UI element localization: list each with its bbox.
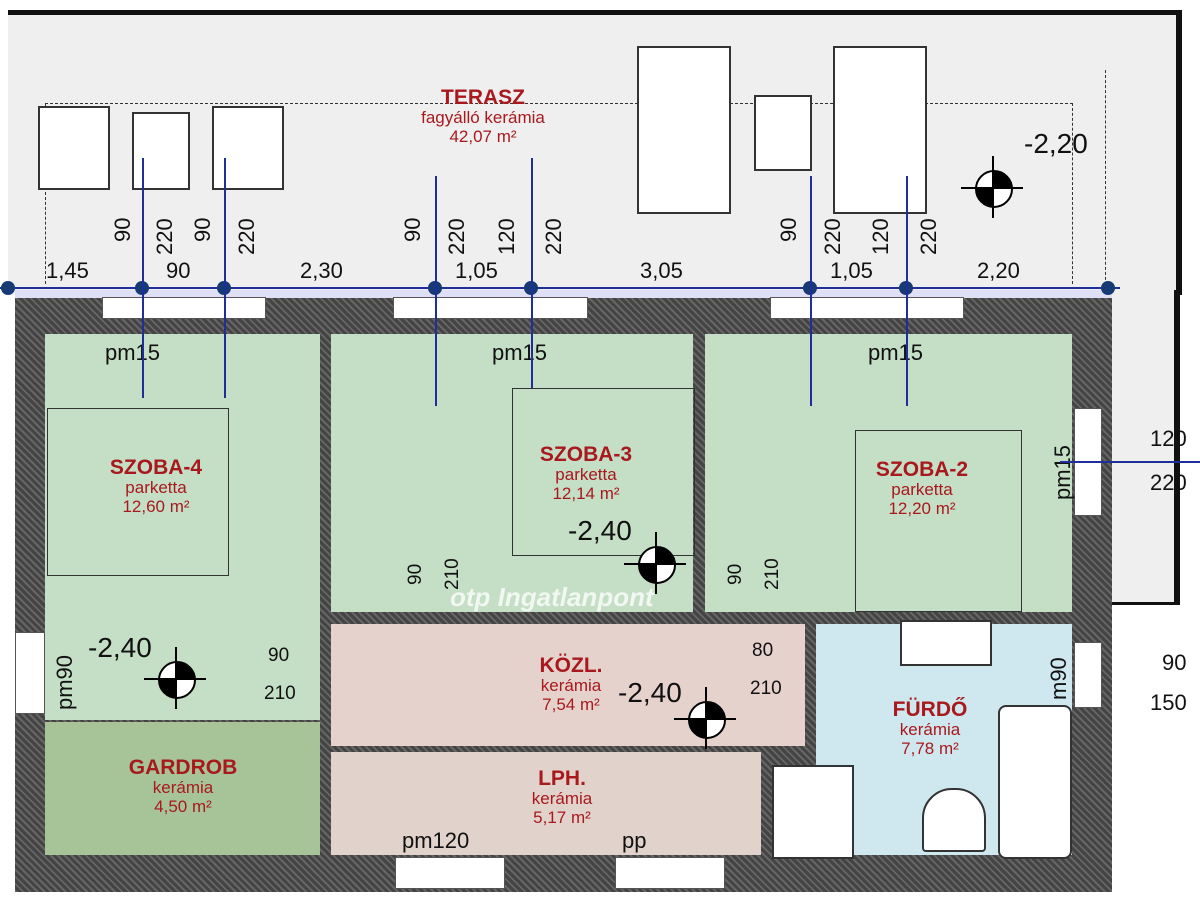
level-label: -2,40 — [88, 632, 152, 663]
sink-icon — [900, 620, 992, 666]
chair-icon — [212, 106, 284, 190]
edge-label: 150 — [1150, 690, 1187, 715]
room-lph[interactable] — [331, 752, 761, 855]
room-szoba-4[interactable] — [45, 334, 320, 720]
parapet-label: pm90 — [52, 654, 77, 710]
level-marker-icon — [624, 532, 686, 594]
dimension-node — [1, 281, 15, 295]
door-width: 90 — [268, 645, 290, 666]
dimension-label: 1,05 — [455, 258, 498, 283]
window — [615, 857, 725, 889]
door-height: 210 — [750, 678, 782, 699]
opening-label: 220 — [444, 218, 469, 255]
terrace-side — [1110, 290, 1180, 605]
parapet-label: pm15 — [1050, 444, 1075, 500]
edge-label: 90 — [1162, 650, 1187, 675]
table-icon — [132, 112, 190, 190]
bed-icon — [855, 430, 1022, 612]
opening-label: 220 — [234, 218, 259, 255]
opening-axis — [224, 158, 226, 398]
lounger-icon — [833, 46, 927, 214]
terrace-edge — [1105, 70, 1106, 290]
opening-label: 90 — [190, 217, 215, 242]
lounger-icon — [637, 46, 731, 214]
parapet-label: pm120 — [402, 828, 470, 853]
opening-axis — [435, 176, 437, 406]
door-height: 210 — [762, 558, 783, 590]
bathtub-icon — [998, 705, 1072, 859]
dimension-label: 2,20 — [977, 258, 1020, 283]
room-kozl[interactable] — [331, 624, 805, 746]
window — [395, 857, 505, 889]
opening-axis — [142, 158, 144, 398]
door-width: 80 — [752, 640, 774, 661]
level-label: -2,20 — [1024, 128, 1088, 159]
opening-label: 220 — [916, 218, 941, 255]
edge-label: 220 — [1150, 470, 1187, 495]
door-width: 90 — [725, 563, 746, 585]
bed-icon — [47, 408, 229, 576]
terrace-outline — [45, 103, 1073, 284]
opening-label: 120 — [868, 218, 893, 255]
dimension-label: 1,45 — [46, 258, 89, 283]
room-gardrob[interactable] — [45, 722, 320, 855]
watermark: otp Ingatlanpont — [450, 582, 654, 612]
chair-icon — [38, 106, 110, 190]
wall-band — [15, 290, 1112, 298]
level-marker-icon — [674, 687, 736, 749]
window — [15, 632, 45, 714]
opening-label: 90 — [400, 217, 425, 242]
level-label: -2,40 — [568, 515, 632, 546]
opening-axis — [531, 158, 533, 388]
level-marker-icon — [961, 156, 1023, 218]
parapet-label: pp — [622, 828, 647, 853]
dimension-line — [0, 287, 1120, 289]
dimension-node — [1101, 281, 1115, 295]
window — [393, 297, 588, 319]
door-width: 90 — [405, 563, 426, 585]
room-szoba-2[interactable] — [705, 334, 1072, 612]
toilet-icon — [922, 788, 986, 852]
opening-axis — [1060, 461, 1200, 463]
dimension-label: 1,05 — [830, 258, 873, 283]
side-table-icon — [754, 95, 812, 171]
opening-label: 220 — [820, 218, 845, 255]
opening-label: 90 — [776, 217, 801, 242]
door-height: 210 — [264, 683, 296, 704]
window — [1074, 642, 1102, 708]
dimension-label: 3,05 — [640, 258, 683, 283]
parapet-label: pm15 — [105, 340, 161, 365]
opening-label: 120 — [494, 218, 519, 255]
shower-icon — [772, 765, 854, 859]
level-marker-icon — [144, 647, 206, 709]
bed-icon — [512, 388, 695, 556]
terrace-area — [8, 10, 1182, 295]
parapet-label: m90 — [1046, 657, 1071, 700]
parapet-label: pm15 — [868, 340, 924, 365]
dimension-label: 2,30 — [300, 258, 343, 283]
parapet-label: pm15 — [492, 340, 548, 365]
opening-axis — [810, 176, 812, 406]
window — [102, 297, 266, 319]
opening-label: 220 — [541, 218, 566, 255]
opening-label: 220 — [152, 218, 177, 255]
level-label: -2,40 — [618, 677, 682, 708]
opening-axis — [906, 176, 908, 406]
opening-label: 90 — [110, 217, 135, 242]
window — [770, 297, 964, 319]
edge-label: 120 — [1150, 426, 1187, 451]
dimension-label: 90 — [166, 258, 191, 283]
